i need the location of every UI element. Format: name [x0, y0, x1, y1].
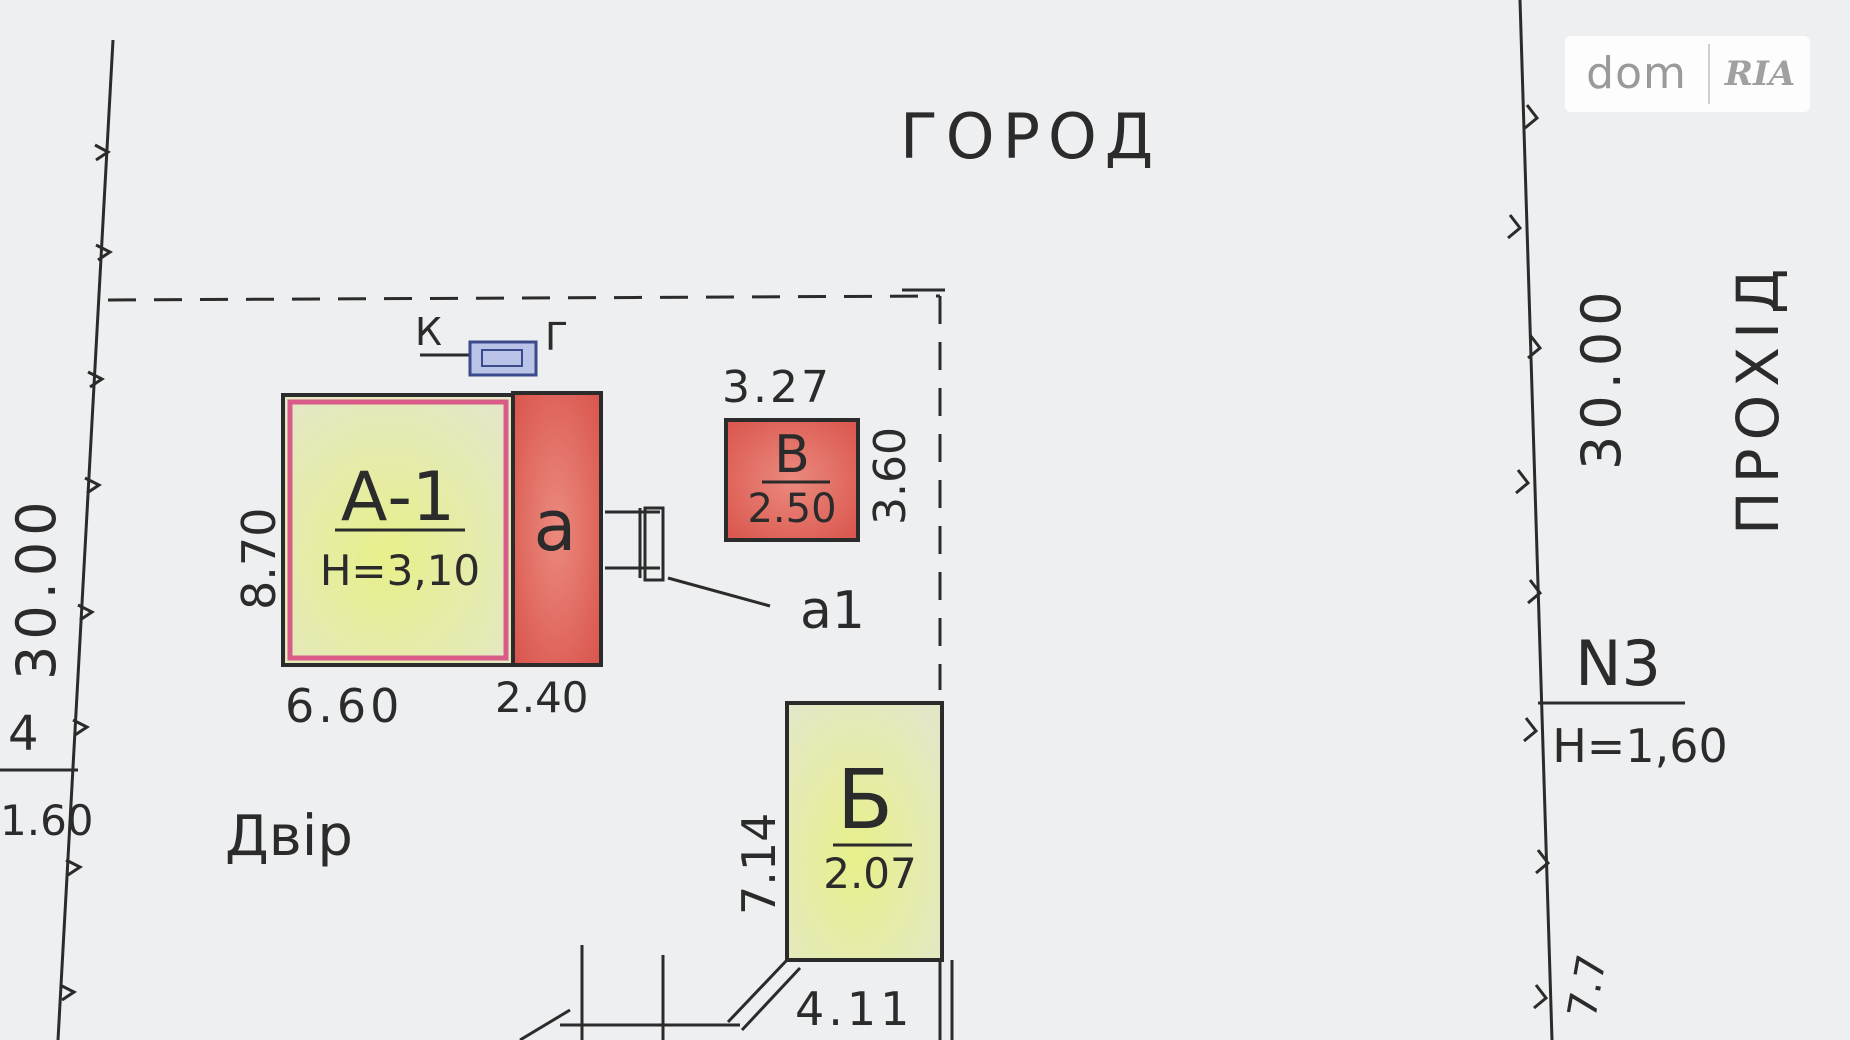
watermark-ria-logo: RIA	[1724, 54, 1796, 94]
building-v-height: 2.50	[747, 486, 836, 532]
annex-a	[511, 391, 603, 667]
building-a1-label: А-1	[341, 458, 455, 537]
b-width-dim: 4.11	[795, 982, 913, 1036]
north-label: ГОРОД	[900, 100, 1161, 173]
watermark-dom-text: dom	[1565, 44, 1710, 104]
yard-label: Двір	[225, 804, 353, 869]
n3-height: Н=1,60	[1552, 719, 1728, 773]
n3-label: N3	[1575, 627, 1661, 700]
left-boundary-dim: 30.00	[5, 495, 68, 680]
building-v-label: В	[774, 425, 810, 485]
building-a1-height: Н=3,10	[320, 546, 480, 595]
inner-dashed-boundary	[107, 294, 942, 690]
building-b	[785, 701, 944, 962]
porch-a1-label: а1	[800, 581, 865, 641]
left-partial-num: 4	[8, 706, 39, 762]
b-depth-dim: 7.14	[732, 813, 786, 915]
structure-k-label: К	[415, 310, 442, 354]
building-v	[724, 418, 860, 542]
v-width-dim: 3.27	[722, 362, 832, 413]
building-a1-outline	[287, 399, 509, 661]
left-partial-height: 1.60	[0, 796, 94, 845]
a1-width-dim: 6.60	[285, 679, 403, 733]
right-bottom-dim: 7.7	[1560, 951, 1616, 1022]
annex-a-label: а	[534, 485, 577, 567]
a-width-dim: 2.40	[495, 673, 589, 722]
bottom-structure	[519, 945, 954, 1040]
right-boundary-dim: 30.00	[1570, 285, 1633, 470]
east-label: ПРОХІД	[1724, 261, 1792, 535]
left-boundary	[0, 39, 115, 1040]
structure-k-g	[420, 340, 538, 377]
domria-watermark: dom RIA	[1565, 36, 1810, 112]
porch-a1	[605, 506, 771, 608]
v-depth-dim: 3.60	[865, 427, 916, 525]
building-b-label: Б	[837, 753, 893, 848]
structure-g-label: Г	[545, 315, 568, 359]
a1-height-dim: 8.70	[232, 508, 286, 610]
building-b-height: 2.07	[823, 849, 917, 898]
